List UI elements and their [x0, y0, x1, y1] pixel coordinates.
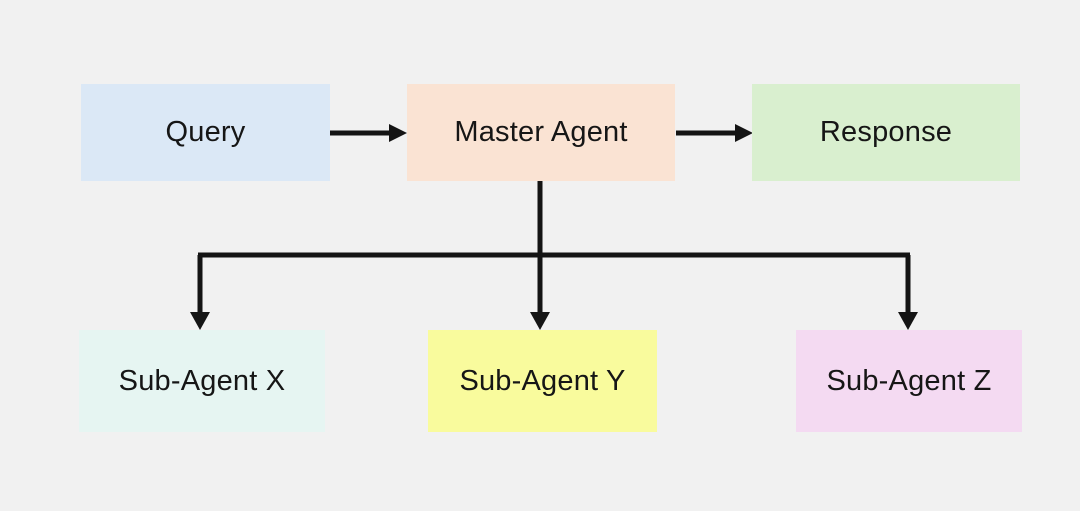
- node-query-label: Query: [165, 116, 246, 148]
- node-sub-agent-x: Sub-Agent X: [79, 330, 325, 432]
- node-master-agent-label: Master Agent: [454, 116, 628, 148]
- edge-master-agent-branch: [198, 181, 910, 314]
- edge-branch-to-sub-agent-y: [530, 312, 550, 330]
- node-query: Query: [81, 84, 330, 181]
- node-response: Response: [752, 84, 1020, 181]
- node-sub-agent-y: Sub-Agent Y: [428, 330, 657, 432]
- edge-master-agent-to-response: [676, 124, 753, 142]
- node-sub-agent-z: Sub-Agent Z: [796, 330, 1022, 432]
- node-sub-agent-y-label: Sub-Agent Y: [459, 364, 626, 397]
- node-master-agent: Master Agent: [407, 84, 675, 181]
- edge-branch-to-sub-agent-x: [190, 255, 210, 330]
- node-sub-agent-z-label: Sub-Agent Z: [826, 364, 992, 397]
- node-sub-agent-x-label: Sub-Agent X: [118, 364, 286, 397]
- edge-branch-to-sub-agent-z: [898, 255, 918, 330]
- node-response-label: Response: [819, 116, 953, 148]
- edge-query-to-master-agent: [330, 124, 407, 142]
